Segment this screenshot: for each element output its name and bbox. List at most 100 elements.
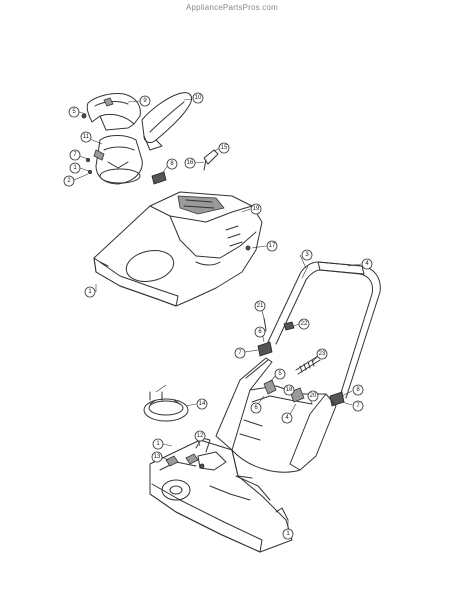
callout-number: 16 [187, 160, 194, 166]
callout-number: 7 [356, 403, 360, 409]
callout-4a: 4 [361, 258, 373, 270]
watermark-text: AppliancePartsPros.com [186, 3, 278, 12]
callout-16: 16 [184, 157, 196, 169]
callout-21: 21 [254, 300, 266, 312]
shroud [93, 191, 263, 307]
callout-circle [298, 318, 310, 330]
callout-number: 10 [195, 95, 202, 101]
callout-circle [282, 528, 294, 540]
callout-1a: 1 [69, 162, 81, 174]
chute-deflector [86, 93, 141, 131]
callout-circle [84, 286, 96, 298]
callout-6a: 6 [254, 326, 266, 338]
callout-1c: 1 [152, 438, 164, 450]
callout-number: 4 [285, 415, 289, 421]
callout-circle [352, 400, 364, 412]
callout-circle [254, 326, 266, 338]
chute-clamp [151, 171, 167, 185]
callout-number: 20 [310, 393, 317, 399]
callout-19: 19 [250, 203, 262, 215]
callout-15: 15 [218, 142, 230, 154]
callout-number: 8 [170, 161, 174, 167]
callout-number: 7 [238, 350, 242, 356]
callout-number: 7 [73, 152, 77, 158]
callout-1b: 1 [84, 286, 96, 298]
callout-number: 12 [197, 433, 204, 439]
callout-circle [361, 258, 373, 270]
callout-13: 13 [151, 451, 163, 463]
callout-7a: 7 [69, 149, 81, 161]
callout-circle [184, 157, 196, 169]
callout-9: 9 [139, 95, 151, 107]
callout-circle [80, 131, 92, 143]
callout-11: 11 [80, 131, 92, 143]
callout-number: 19 [253, 206, 260, 212]
callout-number: 2 [67, 178, 71, 184]
callout-23: 23 [316, 348, 328, 360]
callout-circle [254, 300, 266, 312]
callout-circle [283, 384, 295, 396]
belt-hardware [149, 391, 163, 401]
callout-circle [250, 203, 262, 215]
small-bolts [81, 113, 93, 174]
callout-circle [69, 162, 81, 174]
callout-12: 12 [194, 430, 206, 442]
callout-circle [274, 368, 286, 380]
callout-22: 22 [298, 318, 310, 330]
callout-17: 17 [266, 240, 278, 252]
callout-circle [152, 438, 164, 450]
callout-circle [68, 106, 80, 118]
callout-3: 3 [301, 249, 313, 261]
callout-6b: 6 [250, 402, 262, 414]
callout-number: 6 [258, 329, 262, 335]
callout-number: 4 [365, 261, 369, 267]
callout-2: 2 [63, 175, 75, 187]
callout-1d: 1 [282, 528, 294, 540]
callout-number: 5 [72, 109, 76, 115]
callout-8a: 8 [166, 158, 178, 170]
callout-number: 6 [254, 405, 258, 411]
chute-body [93, 135, 143, 185]
callout-circle [281, 412, 293, 424]
callout-number: 3 [305, 252, 309, 258]
leader-lines [73, 98, 362, 538]
callout-number: 18 [286, 387, 293, 393]
callout-circle [307, 390, 319, 402]
chute-spring [203, 149, 219, 171]
callout-circle [266, 240, 278, 252]
callout-number: 1 [73, 165, 77, 171]
callout-8b: 8 [352, 384, 364, 396]
callout-number: 11 [83, 134, 90, 140]
callout-7b: 7 [234, 347, 246, 359]
shroud-screw [95, 245, 251, 292]
callout-circle [250, 402, 262, 414]
callout-14: 14 [196, 398, 208, 410]
drive-belt [143, 398, 189, 422]
callout-number: 8 [356, 387, 360, 393]
callout-circle [139, 95, 151, 107]
callout-number: 1 [156, 441, 160, 447]
callout-circle [192, 92, 204, 104]
callout-circle [69, 149, 81, 161]
upper-handle [267, 261, 381, 399]
callout-circle [166, 158, 178, 170]
callout-7c: 7 [352, 400, 364, 412]
callout-circle [63, 175, 75, 187]
callout-18: 18 [283, 384, 295, 396]
callout-circle [151, 451, 163, 463]
callout-circle [301, 249, 313, 261]
callout-5a: 5 [68, 106, 80, 118]
callout-circle [316, 348, 328, 360]
callout-number: 22 [301, 321, 308, 327]
callout-number: 23 [319, 351, 326, 357]
callout-number: 21 [257, 303, 264, 309]
callout-circle [218, 142, 230, 154]
callout-number: 14 [199, 401, 206, 407]
callout-number: 15 [221, 145, 228, 151]
callout-10: 10 [192, 92, 204, 104]
callout-number: 9 [143, 98, 147, 104]
callout-number: 1 [88, 289, 92, 295]
auger-housing [149, 439, 293, 553]
